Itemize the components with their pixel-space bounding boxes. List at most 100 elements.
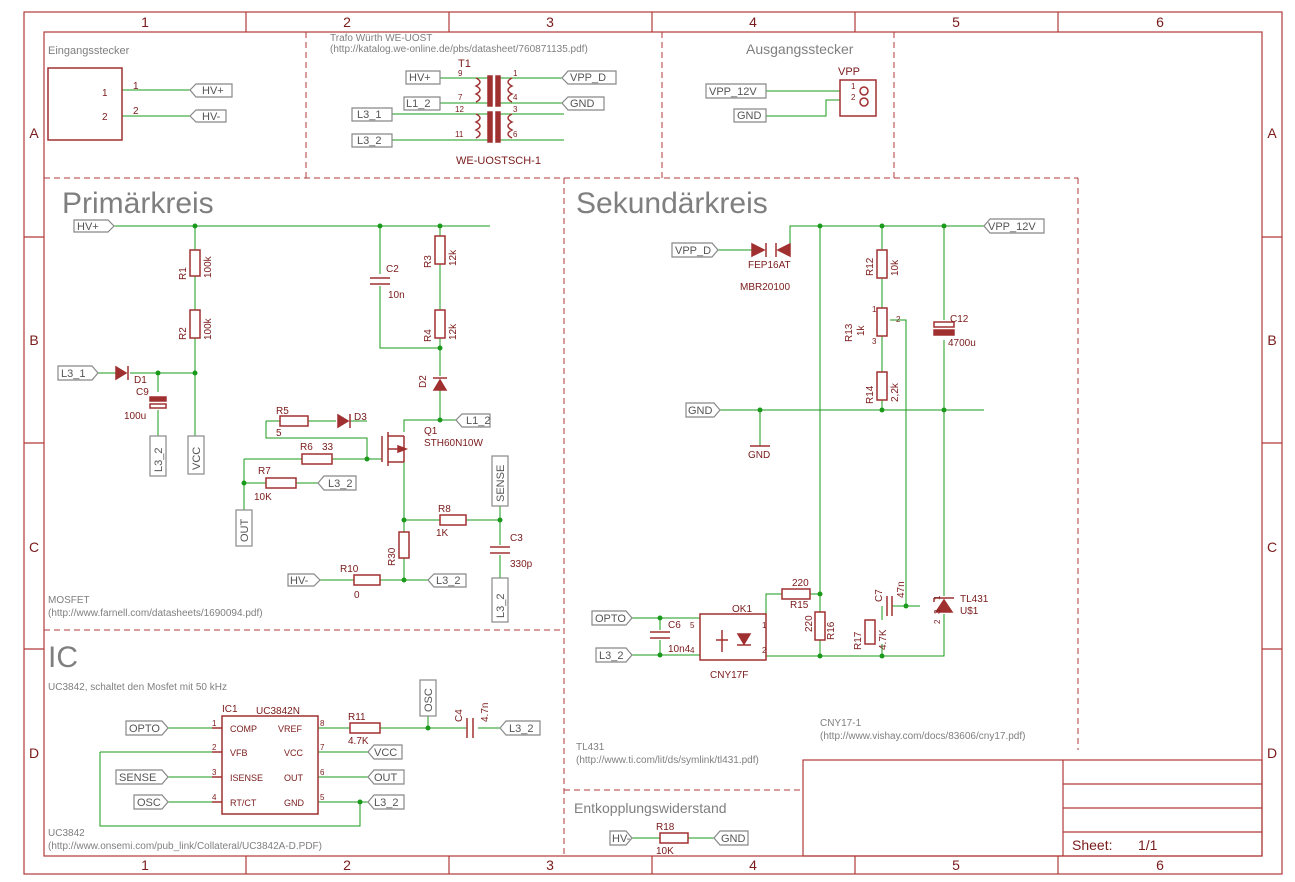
- pin-number: 6: [513, 130, 518, 139]
- col-label: 6: [1156, 14, 1164, 30]
- net-label: HV-: [612, 833, 631, 845]
- pin-number: 2: [851, 93, 856, 102]
- part-value-r11: 4.7K: [348, 736, 369, 747]
- section-title-primaer: Primärkreis: [62, 187, 214, 220]
- part-name-c6: C6: [668, 620, 681, 631]
- pin-number: 2: [212, 743, 217, 752]
- components: [47, 67, 955, 844]
- ic-pin-label: OUT: [284, 773, 304, 783]
- net-label: GND: [688, 405, 713, 417]
- pin-number: 3: [872, 337, 877, 346]
- part-name-fep16at: FEP16AT: [748, 260, 791, 271]
- part-name-r4: R4: [423, 329, 434, 342]
- resistor-r18: [659, 832, 689, 844]
- part-value-q1: STH60N10W: [424, 438, 483, 449]
- part-value-c7: 47n: [896, 581, 907, 598]
- resistor-r6: [301, 453, 333, 465]
- resistor-r14: [876, 371, 888, 401]
- resistor-r12: [876, 249, 888, 279]
- part-value-r6: 33: [322, 442, 334, 453]
- pin-number: 2: [102, 112, 108, 123]
- part-name-r8: R8: [438, 504, 451, 515]
- col-label: 2: [343, 857, 351, 873]
- part-value-c9: 100u: [124, 411, 146, 422]
- uc3842-url: (http://www.onsemi.com/pub_link/Collater…: [48, 841, 322, 852]
- net-label: GND: [570, 98, 595, 110]
- part-name-c4: C4: [454, 709, 465, 722]
- input-connector: [47, 67, 123, 141]
- row-label: C: [29, 539, 39, 555]
- net-labels: [57, 70, 1045, 846]
- col-label: 5: [952, 14, 960, 30]
- diode-d3: [337, 413, 351, 429]
- part-value-r1: 100k: [203, 255, 214, 278]
- tl431-u1: [933, 597, 954, 613]
- pin-number: 4: [212, 793, 217, 802]
- resistor-r15: [781, 588, 811, 600]
- part-name-c12: C12: [950, 314, 969, 325]
- ic-pin-label: VFB: [230, 748, 248, 758]
- net-label: L3_2: [374, 797, 398, 809]
- net-label: OSC: [423, 688, 435, 712]
- mosfet-note: MOSFET: [48, 595, 90, 606]
- trafo-url: (http://katalog.we-online.de/pbs/datashe…: [330, 44, 588, 55]
- ic-description: UC3842, schaltet den Mosfet mit 50 kHz: [48, 682, 227, 693]
- capacitor-c4: [466, 718, 474, 738]
- part-value-r14: 2,2k: [890, 382, 901, 402]
- pin-number: 5: [690, 621, 695, 630]
- net-label: OPTO: [129, 723, 160, 735]
- capacitor-c7: [886, 596, 893, 616]
- net-label: L3_2: [357, 135, 381, 147]
- pin-number: 4: [513, 93, 518, 102]
- row-label: B: [1267, 332, 1276, 348]
- part-value-r16: 220: [804, 615, 815, 632]
- pin-number: 3: [933, 609, 942, 614]
- mosfet-q1: [381, 432, 409, 466]
- uc3842-note: UC3842: [48, 828, 85, 839]
- net-label: GND: [721, 833, 746, 845]
- part-value-u1: U$1: [960, 606, 979, 617]
- part-value-r15-top: 220: [792, 578, 809, 589]
- pin-number: 8: [320, 719, 325, 728]
- net-label: OSC: [137, 797, 161, 809]
- part-name-r11: R11: [348, 712, 366, 723]
- pin-number: 9: [458, 69, 463, 78]
- part-value-r8: 1K: [436, 528, 449, 539]
- pin-number: 1: [133, 81, 139, 92]
- pin-number: 3: [513, 105, 518, 114]
- part-value-ic1: UC3842N: [256, 706, 300, 717]
- part-value-r12: 10k: [890, 259, 901, 276]
- capacitor-c9: [149, 396, 167, 409]
- transformer-t1: [474, 75, 514, 143]
- section-title-sekundaer: Sekundärkreis: [576, 187, 768, 220]
- part-name-d3: D3: [354, 412, 367, 423]
- col-label: 5: [952, 857, 960, 873]
- part-value-r3: 12k: [448, 249, 459, 266]
- part-value-t1: WE-UOSTSCH-1: [456, 155, 541, 167]
- part-value-ok1: CNY17F: [710, 670, 748, 681]
- resistor-r8: [439, 514, 467, 526]
- section-title-ic: IC: [48, 641, 78, 674]
- sheet-frame: [23, 11, 1283, 875]
- pin-number: 1: [513, 69, 518, 78]
- part-name-r7: R7: [258, 466, 271, 477]
- row-label: B: [29, 332, 38, 348]
- resistor-r7: [265, 477, 297, 489]
- part-name-r15: R15: [790, 600, 809, 611]
- pin-number: 12: [455, 105, 464, 114]
- row-label: C: [1267, 539, 1277, 555]
- net-label: VCC: [191, 447, 203, 470]
- net-label: L1_2: [406, 98, 430, 110]
- section-borders: [44, 32, 1079, 856]
- row-label: A: [29, 125, 39, 141]
- col-label: 2: [343, 14, 351, 30]
- col-label: 3: [546, 857, 554, 873]
- net-label: VPP_D: [675, 245, 711, 257]
- row-label: A: [1267, 125, 1277, 141]
- part-value-r18: 10K: [656, 846, 674, 857]
- part-name-r18: R18: [656, 822, 675, 833]
- resistor-r3: [434, 235, 446, 265]
- net-label: L3_1: [357, 109, 381, 121]
- net-label: GND: [737, 110, 762, 122]
